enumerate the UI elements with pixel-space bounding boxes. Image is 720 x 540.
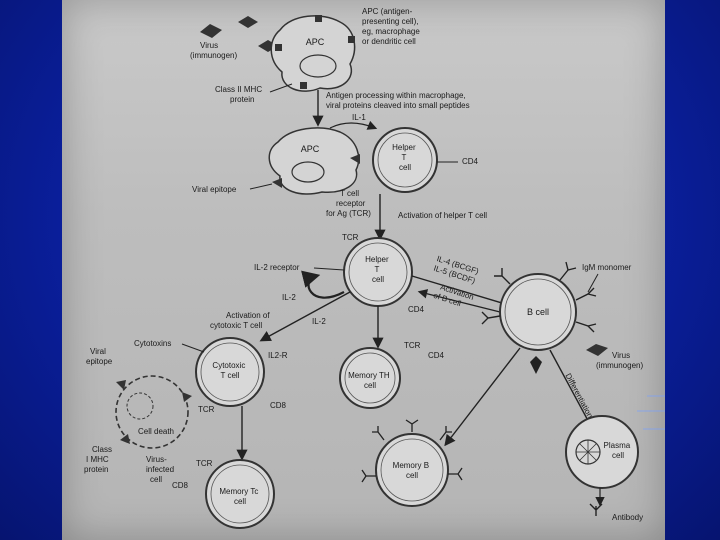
cell-death-label: Cell death: [138, 427, 174, 436]
cytotoxic-t-cell: [195, 337, 265, 407]
svg-text:Differentiation: Differentiation: [564, 372, 595, 420]
memory-th-membrane: [344, 352, 396, 404]
b-cell: [499, 273, 577, 351]
il2-autocrine-loop: [301, 270, 345, 299]
memory-tc-cell: [205, 459, 275, 529]
antibody-icon: [589, 503, 603, 516]
activation-cytotoxic-label: Activation of cytotoxic T cell: [210, 311, 272, 330]
viral-epitope-mid-label: Viral epitope: [192, 185, 237, 194]
memory-b-receptor-icon: [361, 419, 463, 483]
viral-epitope-icon: [272, 154, 360, 188]
cytotoxic-t-label: Cytotoxic T cell: [212, 361, 247, 380]
apc-top-cell: [270, 15, 356, 92]
plasma-cell: [565, 415, 639, 489]
viral-epitope-left-label: Viral epitope: [86, 347, 113, 366]
tcr-helper-label: TCR: [342, 233, 359, 242]
memory-tc-membrane: [210, 464, 270, 524]
virus-right-icon: [586, 344, 608, 356]
virus-infected-label: Virus- infected cell: [146, 455, 176, 484]
plasma-nucleus-spokes: [576, 440, 600, 464]
igm-monomer-label: IgM monomer: [582, 263, 632, 272]
viral-epitope-pointer: [249, 183, 273, 190]
antibody-label: Antibody: [612, 513, 643, 522]
tcr-memory-th-label: TCR: [404, 341, 421, 350]
apc-mid-nucleus: [291, 161, 325, 183]
b-to-helper-arrow: [417, 289, 509, 315]
il1-arrow: [329, 120, 378, 130]
virus-infected-cell: [115, 375, 189, 449]
cd8-memory-label: CD8: [172, 481, 189, 490]
helper-t-center-label: Helper T cell: [365, 255, 391, 284]
plasma-cell-label: Plasma cell: [604, 441, 633, 460]
tcr-cyto-label: TCR: [198, 405, 215, 414]
helper-to-b-arrow: [411, 275, 515, 309]
il2-lower-label: IL-2: [312, 317, 326, 326]
virus-particle-icon: [200, 16, 278, 52]
cd4-memory-label: CD4: [428, 351, 445, 360]
igm-receptor-icon: [481, 261, 597, 333]
apc-top-nucleus: [299, 54, 337, 78]
virus-right-label: Virus (immunogen): [596, 351, 643, 370]
antigen-bound-icon: [530, 356, 542, 374]
b-to-memory-b-arrow: [444, 347, 521, 447]
infected-cell-nucleus: [126, 392, 154, 420]
class1-mhc-label: Class I MHC protein: [84, 445, 114, 474]
antigen-processing-label: Antigen processing within macrophage, vi…: [326, 91, 470, 110]
apc-mid-name: APC: [301, 144, 320, 154]
helper-t-mid-cell: [372, 127, 438, 193]
tcr-memory-tc-label: TCR: [196, 459, 213, 468]
il2-receptor-label: IL-2 receptor: [254, 263, 300, 272]
helper-to-cytotoxic-arrow: [259, 291, 351, 342]
differentiation-arrow: [549, 349, 594, 431]
cytotoxic-t-membrane: [200, 342, 260, 402]
differentiation-label: Differentiation: [564, 372, 595, 420]
svg-text:IL-4 (BCGF) IL-5 (BCDF): IL-4 (BCGF) IL-5 (BCDF): [432, 254, 481, 286]
b-cell-membrane: [504, 278, 572, 346]
memory-th-label: Memory TH cell: [348, 371, 392, 390]
b-cell-label: B cell: [527, 307, 549, 317]
apc-mid-cell: [268, 127, 360, 195]
il1-label: IL-1: [352, 113, 366, 122]
class2-mhc-label: Class II MHC protein: [215, 85, 264, 104]
activation-helper-label: Activation of helper T cell: [398, 211, 487, 220]
cd8-cyto-label: CD8: [270, 401, 287, 410]
helper-t-mid-label: Helper T cell: [392, 143, 418, 172]
igm-pointer: [587, 273, 599, 293]
il2-left-label: IL-2: [282, 293, 296, 302]
il2r-label: IL2-R: [268, 351, 288, 360]
scan-streak: [647, 395, 665, 397]
il4-il5-label: IL-4 (BCGF) IL-5 (BCDF): [432, 254, 481, 286]
memory-b-membrane: [380, 438, 444, 502]
tcr-receptor-label: T cell receptor for Ag (TCR): [326, 189, 371, 218]
cytotoxins-label: Cytotoxins: [134, 339, 171, 348]
cd4-center-label: CD4: [408, 305, 425, 314]
helper-t-mid-membrane: [377, 132, 433, 188]
class2-mhc-pointer: [269, 83, 293, 93]
virus-top-label: Virus (immunogen): [190, 41, 237, 60]
apc-description: APC (antigen- presenting cell), eg, macr…: [362, 7, 422, 46]
cd4-mid-label: CD4: [462, 157, 479, 166]
class2-mhc-marker-icon: [275, 15, 355, 89]
cytotoxins-pointer: [181, 343, 205, 353]
scan-streak: [643, 428, 665, 430]
memory-b-label: Memory B cell: [393, 461, 432, 480]
helper-t-center-membrane: [348, 242, 408, 302]
apc-top-name: APC: [306, 37, 325, 47]
memory-th-cell: [339, 347, 401, 409]
class1-mhc-marker-icon: [116, 380, 192, 444]
memory-b-cell: [375, 433, 449, 507]
scan-streak: [637, 410, 665, 412]
memory-tc-label: Memory Tc cell: [219, 487, 260, 506]
il2-receptor-pointer: [313, 267, 345, 271]
